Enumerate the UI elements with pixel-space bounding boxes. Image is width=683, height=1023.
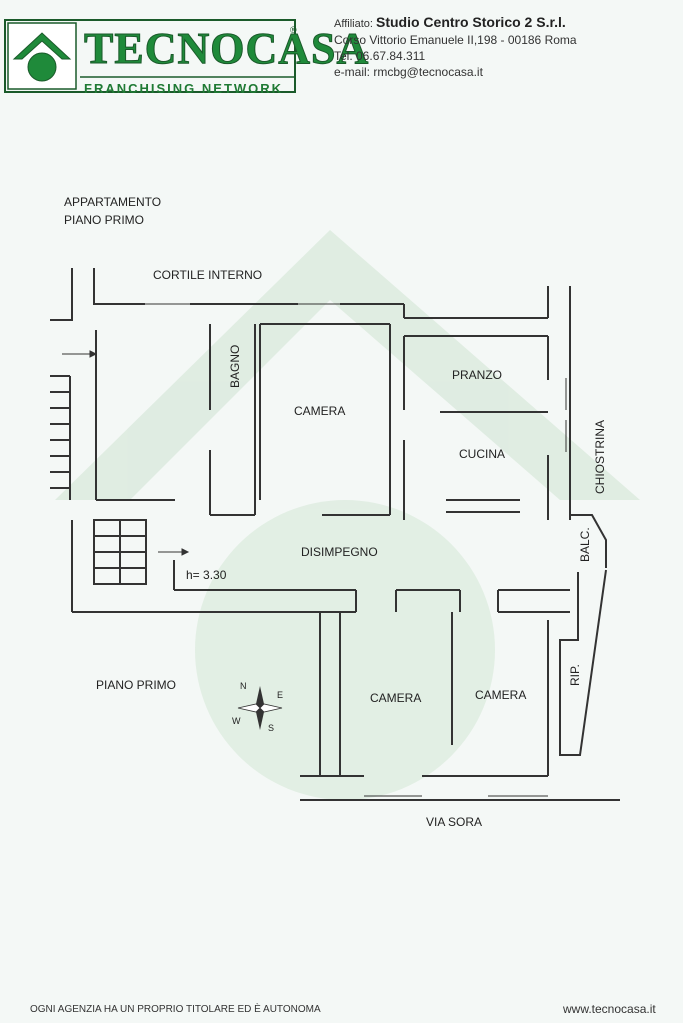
affiliate-phone: Tel. 06.67.84.311	[334, 49, 426, 63]
plan-title-line2: PIANO PRIMO	[64, 213, 145, 227]
affiliate-address: Corso Vittorio Emanuele II,198 - 00186 R…	[334, 33, 577, 47]
label-cucina: CUCINA	[459, 447, 506, 461]
label-camera-2: CAMERA	[370, 691, 422, 705]
windows	[145, 303, 567, 797]
compass-south: S	[268, 723, 275, 733]
logo-frame	[4, 19, 296, 93]
label-disimpegno: DISIMPEGNO	[301, 545, 378, 559]
label-chiostrina: CHIOSTRINA	[593, 419, 607, 494]
label-camera-1: CAMERA	[294, 404, 346, 418]
footer-website-link[interactable]: www.tecnocasa.it	[563, 1002, 656, 1016]
house-icon	[12, 32, 72, 82]
affiliate-prefix: Affiliato:	[334, 18, 373, 30]
label-piano-primo: PIANO PRIMO	[96, 678, 177, 692]
label-pranzo: PRANZO	[452, 368, 503, 382]
label-bagno: BAGNO	[228, 344, 242, 388]
compass-rose-icon	[237, 686, 283, 730]
brand-name: TECNOCASA	[83, 24, 370, 74]
entry-arrows	[62, 350, 190, 556]
watermark-logo	[55, 230, 640, 800]
tecnocasa-logo: TECNOCASA ® FRANCHISING NETWORK	[4, 19, 369, 96]
label-cortile-interno: CORTILE INTERNO	[153, 268, 263, 282]
label-height: h= 3.30	[186, 568, 227, 582]
plan-title-line1: APPARTAMENTO	[64, 195, 162, 209]
header: TECNOCASA ® FRANCHISING NETWORK Affiliat…	[0, 0, 683, 100]
compass-north: N	[240, 681, 247, 691]
compass-east: E	[277, 690, 284, 700]
label-via-sora: VIA SORA	[426, 815, 483, 829]
compass-west: W	[232, 716, 241, 726]
label-camera-3: CAMERA	[475, 688, 527, 702]
footer-disclaimer: OGNI AGENZIA HA UN PROPRIO TITOLARE ED È…	[30, 1004, 321, 1015]
walls	[50, 268, 620, 801]
label-balcone: BALC.	[578, 527, 592, 562]
registered-mark: ®	[290, 25, 297, 35]
affiliate-name: Studio Centro Storico 2 S.r.l.	[376, 14, 566, 30]
affiliate-info: Affiliato: Studio Centro Storico 2 S.r.l…	[334, 14, 577, 80]
affiliate-email[interactable]: e-mail: rmcbg@tecnocasa.it	[334, 65, 483, 79]
label-ripostiglio: RIP.	[568, 664, 582, 686]
brand-tagline: FRANCHISING NETWORK	[84, 81, 284, 96]
